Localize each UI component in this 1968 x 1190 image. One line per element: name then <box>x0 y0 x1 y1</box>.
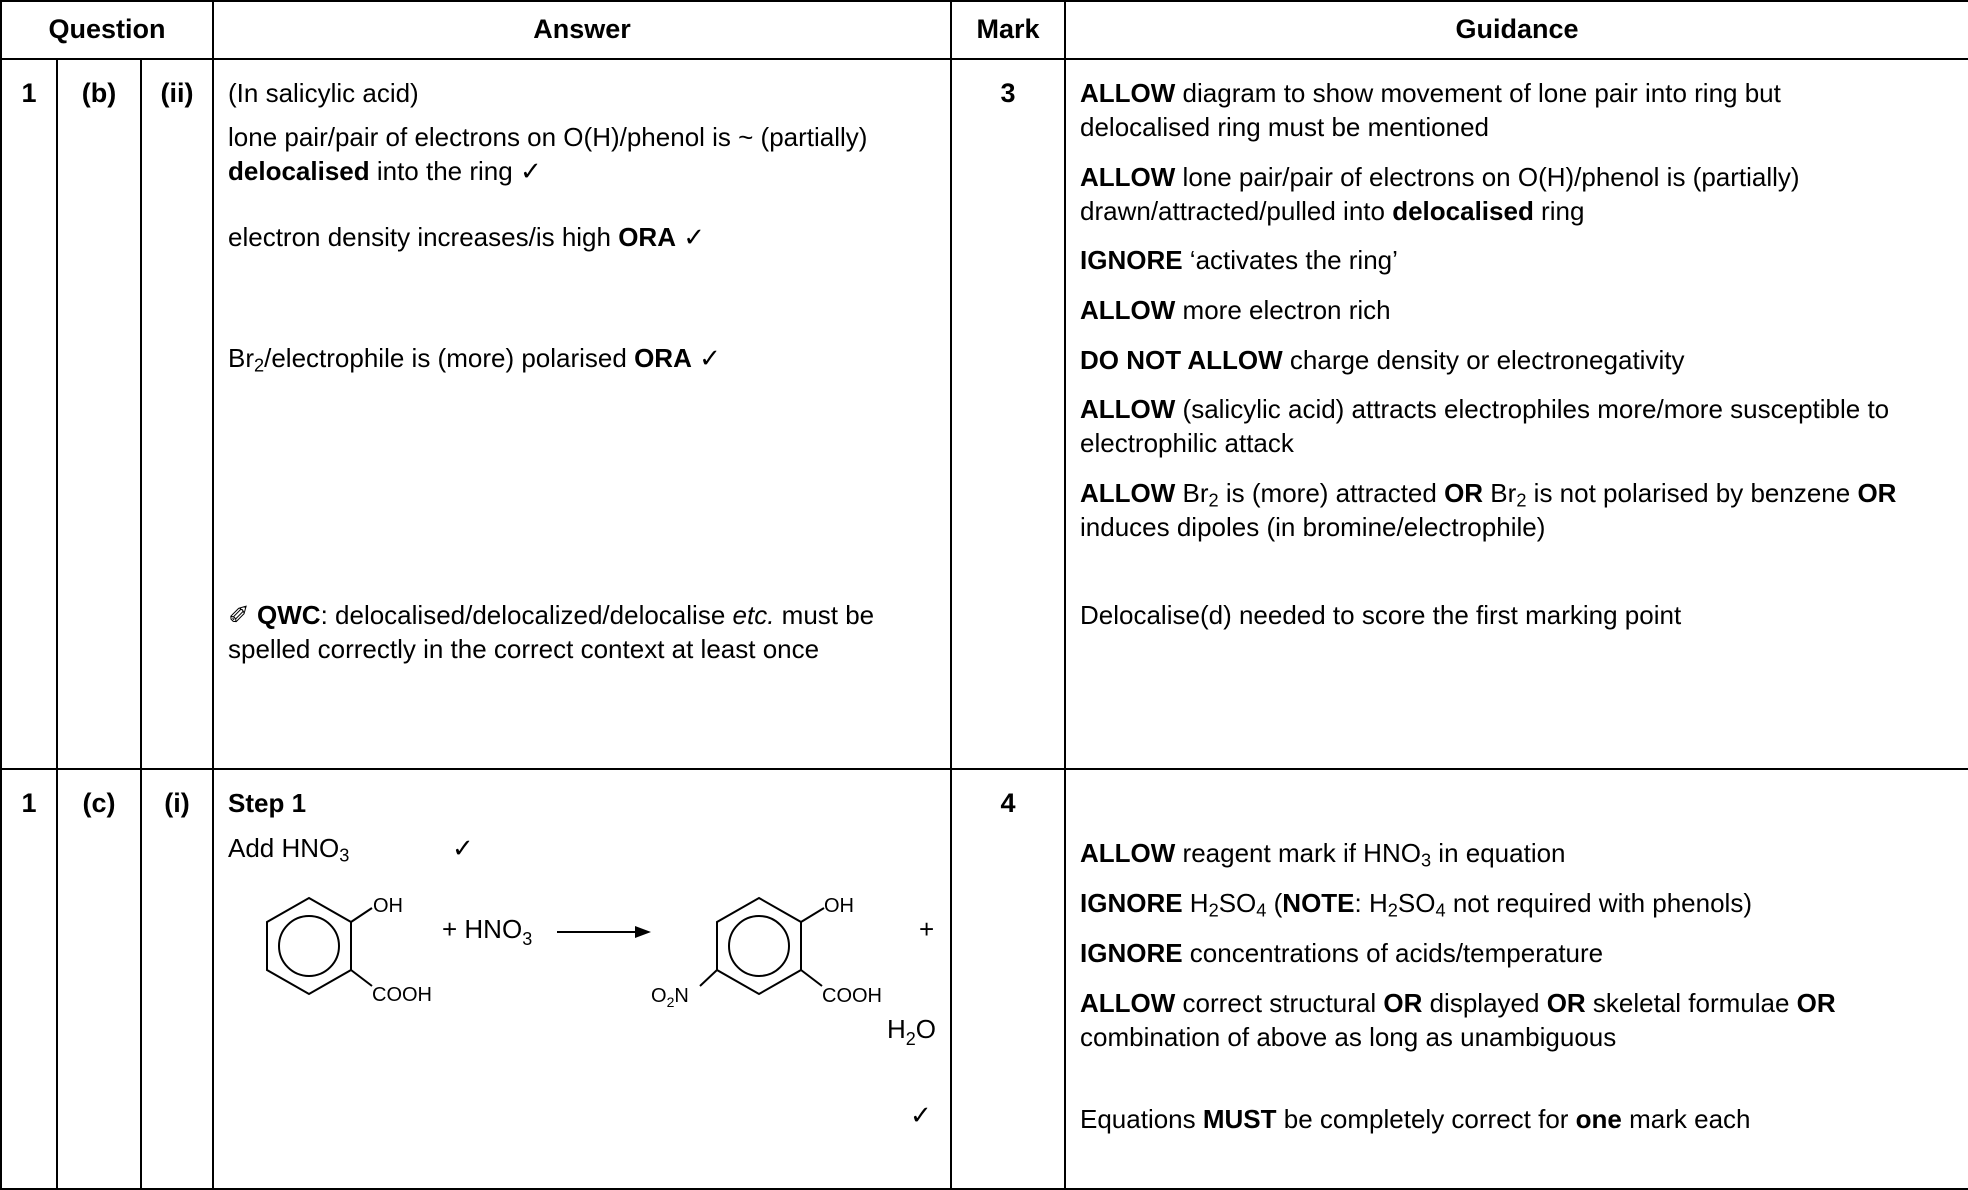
reagent-label: + HNO3 <box>442 914 532 949</box>
answer-cell: (In salicylic acid) lone pair/pair of el… <box>212 58 952 770</box>
guidance-point: ALLOW Br2 is (more) attracted OR Br2 is … <box>1080 478 1897 543</box>
guidance-point: ALLOW (salicylic acid) attracts electrop… <box>1080 394 1890 459</box>
mark-value: 3 <box>950 58 1066 770</box>
header-question: Question <box>0 0 214 60</box>
question-part: (b) <box>56 58 142 770</box>
question-number: 1 <box>0 768 58 1190</box>
answer-cell: Step 1 Add HNO3 ✓ OH COOH + HNO3 <box>212 768 952 1190</box>
carboxyl-label: COOH <box>372 984 432 1006</box>
guidance-point: DO NOT ALLOW charge density or electrone… <box>1080 345 1685 375</box>
water-label: H2O <box>887 1014 936 1049</box>
mark-value: 4 <box>950 768 1066 1190</box>
hydroxyl-label: OH <box>373 895 403 917</box>
guidance-cell: ALLOW reagent mark if HNO3 in equation I… <box>1064 768 1968 1190</box>
hydroxyl-label: OH <box>824 895 854 917</box>
answer-point-1: lone pair/pair of electrons on O(H)/phen… <box>228 122 868 187</box>
guidance-point: IGNORE ‘activates the ring’ <box>1080 245 1398 275</box>
guidance-point: ALLOW reagent mark if HNO3 in equation <box>1080 838 1566 871</box>
guidance-point: Delocalise(d) needed to score the first … <box>1080 600 1682 630</box>
answer-point-3: Br2/electrophile is (more) polarised ORA… <box>228 343 721 376</box>
carboxyl-label: COOH <box>822 985 882 1007</box>
answer-intro: (In salicylic acid) <box>228 78 419 108</box>
header-mark: Mark <box>950 0 1066 60</box>
answer-point-2: electron density increases/is high ORA ✓ <box>228 222 705 252</box>
table-row: 1 (c) (i) Step 1 Add HNO3 ✓ OH COOH <box>0 768 1968 1190</box>
nitro-label: O2N <box>651 985 689 1010</box>
salicylic-acid-structure <box>266 896 373 996</box>
nitration-equation: OH COOH + HNO3 <box>266 895 936 1049</box>
guidance-point: Equations MUST be completely correct for… <box>1080 1104 1751 1134</box>
guidance-point: ALLOW correct structural OR displayed OR… <box>1080 988 1836 1053</box>
header-guidance: Guidance <box>1064 0 1968 60</box>
step-heading: Step 1 <box>228 788 307 818</box>
table-row: 1 (b) (ii) (In salicylic acid) lone pair… <box>0 58 1968 770</box>
reagent-line: Add HNO3 <box>228 833 350 866</box>
header-answer: Answer <box>212 0 952 60</box>
nitrosalicylic-acid-structure <box>699 896 825 996</box>
question-subpart: (i) <box>140 768 214 1190</box>
plus-sign: + <box>919 914 934 944</box>
guidance-cell: ALLOW diagram to show movement of lone p… <box>1064 58 1968 770</box>
tick-mark: ✓ <box>452 833 474 863</box>
answer-qwc: ✐ QWC: delocalised/delocalized/delocalis… <box>228 600 875 665</box>
guidance-point: ALLOW diagram to show movement of lone p… <box>1080 78 1781 143</box>
guidance-point: ALLOW lone pair/pair of electrons on O(H… <box>1080 162 1800 227</box>
guidance-point: IGNORE concentrations of acids/temperatu… <box>1080 938 1604 968</box>
question-subpart: (ii) <box>140 58 214 770</box>
reaction-arrow <box>557 926 651 938</box>
guidance-point: ALLOW more electron rich <box>1080 295 1391 325</box>
question-part: (c) <box>56 768 142 1190</box>
pencil-icon: ✐ <box>228 600 250 630</box>
guidance-point: IGNORE H2SO4 (NOTE: H2SO4 not required w… <box>1080 888 1752 921</box>
question-number: 1 <box>0 58 58 770</box>
tick-mark: ✓ <box>910 1100 932 1130</box>
header-row: Question Answer Mark Guidance <box>0 0 1968 60</box>
